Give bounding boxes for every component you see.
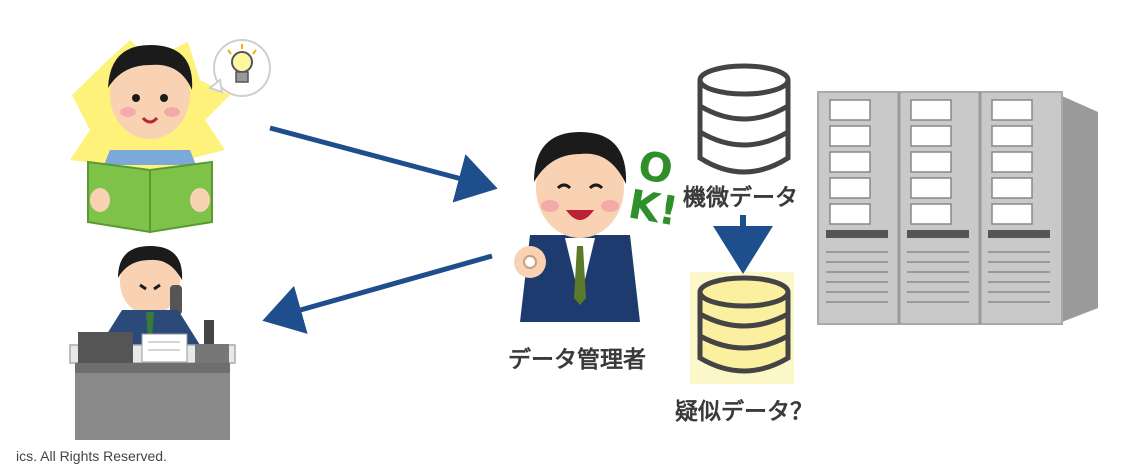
- copyright-text: ics. All Rights Reserved.: [16, 448, 167, 464]
- server-rack-icon: [817, 91, 1098, 325]
- database-icon: [697, 63, 791, 175]
- manager-ok-gesture-icon: [514, 132, 640, 322]
- lightbulb-idea-icon: [207, 39, 271, 97]
- person-reading-book-icon: [70, 40, 230, 234]
- person-on-phone-at-desk-icon: [69, 246, 236, 440]
- pseudo-data-label: 疑似データ？: [675, 399, 813, 425]
- manager-label: データ管理者: [508, 347, 646, 373]
- arrow-to-manager: [269, 125, 498, 203]
- database-icon: [697, 275, 791, 374]
- arrow-to-officeworker: [262, 253, 493, 334]
- sensitive-data-label: 機微データ: [683, 185, 798, 211]
